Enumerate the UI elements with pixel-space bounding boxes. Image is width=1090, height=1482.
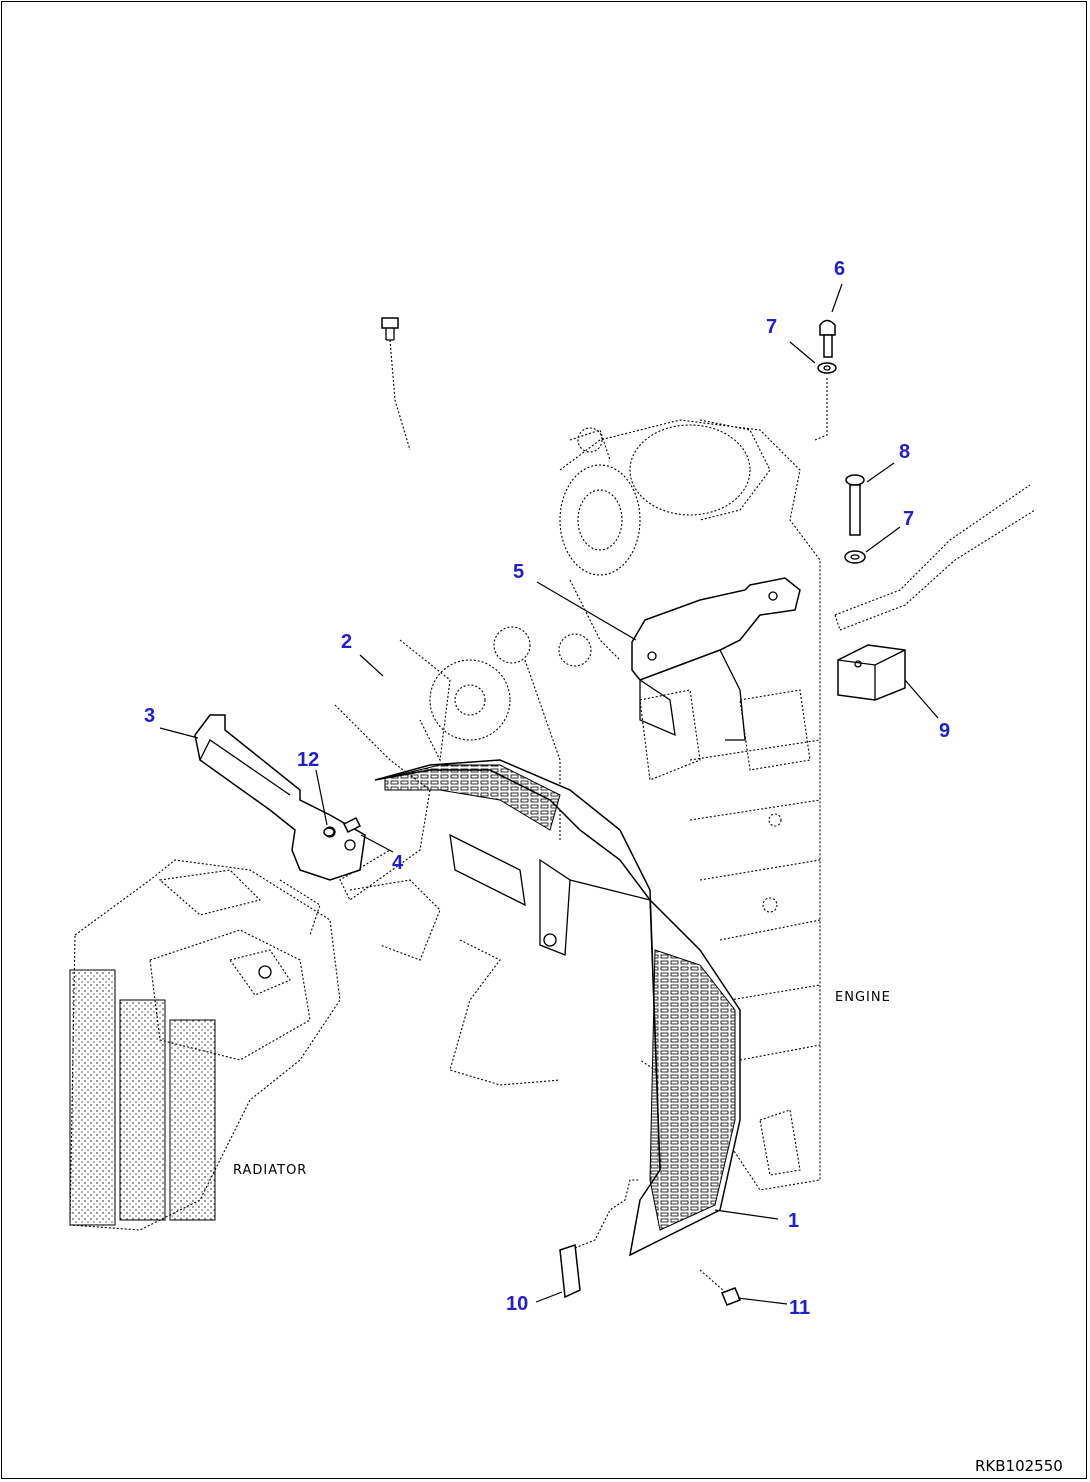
stay-10 [559,1179,640,1299]
turbocharger [559,419,771,661]
callout-1: 1 [788,1210,799,1232]
callout-2: 2 [341,631,352,653]
leader-lines [159,283,939,1305]
callout-3: 3 [144,705,155,727]
engine-label: ENGINE [835,990,891,1005]
radiator-label: RADIATOR [233,1163,307,1178]
bolt-2 [381,317,411,451]
fan [334,626,592,1086]
washer-12 [323,827,335,837]
engine-block [559,419,821,1191]
bolt-6 [819,319,836,358]
radiator [69,859,341,1231]
callout-10: 10 [506,1293,528,1315]
fan-guard [374,759,741,1257]
callout-9: 9 [939,720,950,742]
axis-line-6 [814,378,828,441]
drawing-reference: RKB102550 [975,1457,1063,1475]
callout-numbers: 1 2 3 4 5 6 7 7 8 9 10 11 12 [144,258,950,1319]
stay-bracket [194,714,366,881]
bolt-4 [342,816,362,834]
callout-6: 6 [834,258,845,280]
frame-member [834,484,1036,631]
washer-7-upper [817,362,837,374]
callout-12: 12 [297,749,319,771]
bolt-8 [845,474,865,536]
spacer-block-9 [837,644,906,701]
callout-7-lower: 7 [903,508,914,530]
washer-7-lower [844,550,866,564]
bracket-5 [631,577,801,741]
callout-5: 5 [513,561,524,583]
callout-4: 4 [392,852,404,874]
callout-7-upper: 7 [766,316,777,338]
callout-11: 11 [789,1297,810,1319]
callout-8: 8 [899,441,910,463]
bolt-11 [699,1269,741,1306]
